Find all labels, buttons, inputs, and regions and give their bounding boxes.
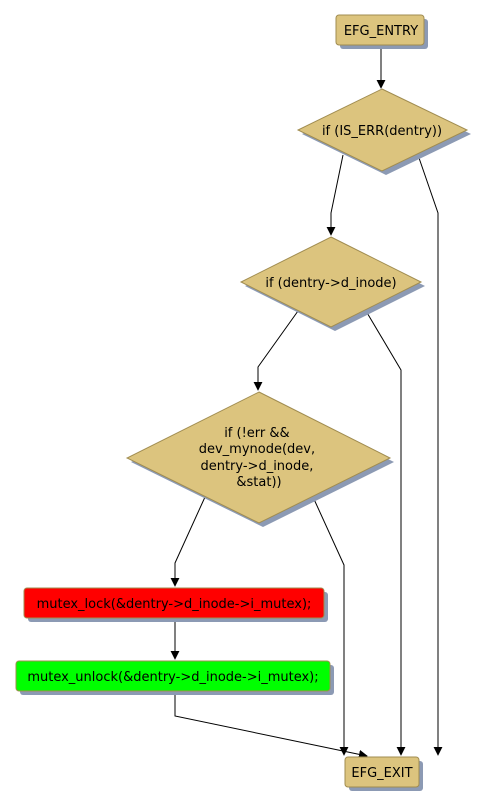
edge-cond1-to-exit — [417, 154, 443, 756]
node-cond2-label: if (dentry->d_inode) — [265, 276, 396, 291]
node-cond3-line-3: dentry->d_inode, — [200, 459, 313, 474]
node-lock-label: mutex_lock(&dentry->d_inode->i_mutex); — [37, 597, 312, 612]
edges — [170, 46, 443, 759]
node-exit-box — [344, 756, 420, 788]
node-cond3-line-4: &stat)) — [236, 475, 281, 490]
edge-cond3-to-exit — [312, 496, 349, 756]
node-cond1: if (IS_ERR(dentry)) — [296, 88, 471, 175]
node-entry-label: EFG_ENTRY — [344, 24, 418, 39]
node-unlock-box — [15, 660, 331, 692]
edge-cond1-to-cond2 — [326, 154, 344, 236]
node-lock-box — [23, 587, 325, 619]
node-cond3-diamond — [125, 391, 392, 524]
node-exit-label: EFG_EXIT — [351, 766, 412, 781]
node-cond2-diamond — [239, 236, 423, 328]
node-cond1-diamond — [296, 88, 469, 172]
node-entry-box — [335, 14, 425, 46]
edge-cond3-to-lock — [170, 496, 206, 587]
node-unlock-label: mutex_unlock(&dentry->d_inode->i_mutex); — [27, 670, 318, 685]
edge-unlock-to-exit — [174, 692, 368, 759]
node-cond3-label: if (!err && dev_mynode(dev, dentry->d_in… — [199, 426, 320, 490]
edge-cond2-to-cond3 — [253, 310, 299, 391]
node-cond1-label: if (IS_ERR(dentry)) — [322, 124, 442, 139]
node-entry: EFG_ENTRY — [335, 14, 428, 49]
node-cond3: if (!err && dev_mynode(dev, dentry->d_in… — [125, 391, 394, 527]
node-cond3-line-1: if (!err && — [224, 426, 289, 441]
node-cond3-line-2: dev_mynode(dev, — [199, 442, 315, 457]
node-unlock: mutex_unlock(&dentry->d_inode->i_mutex); — [15, 660, 334, 695]
node-lock: mutex_lock(&dentry->d_inode->i_mutex); — [23, 587, 328, 622]
edge-cond2-to-exit — [365, 310, 406, 756]
node-exit: EFG_EXIT — [344, 756, 423, 791]
node-cond2: if (dentry->d_inode) — [239, 236, 425, 331]
